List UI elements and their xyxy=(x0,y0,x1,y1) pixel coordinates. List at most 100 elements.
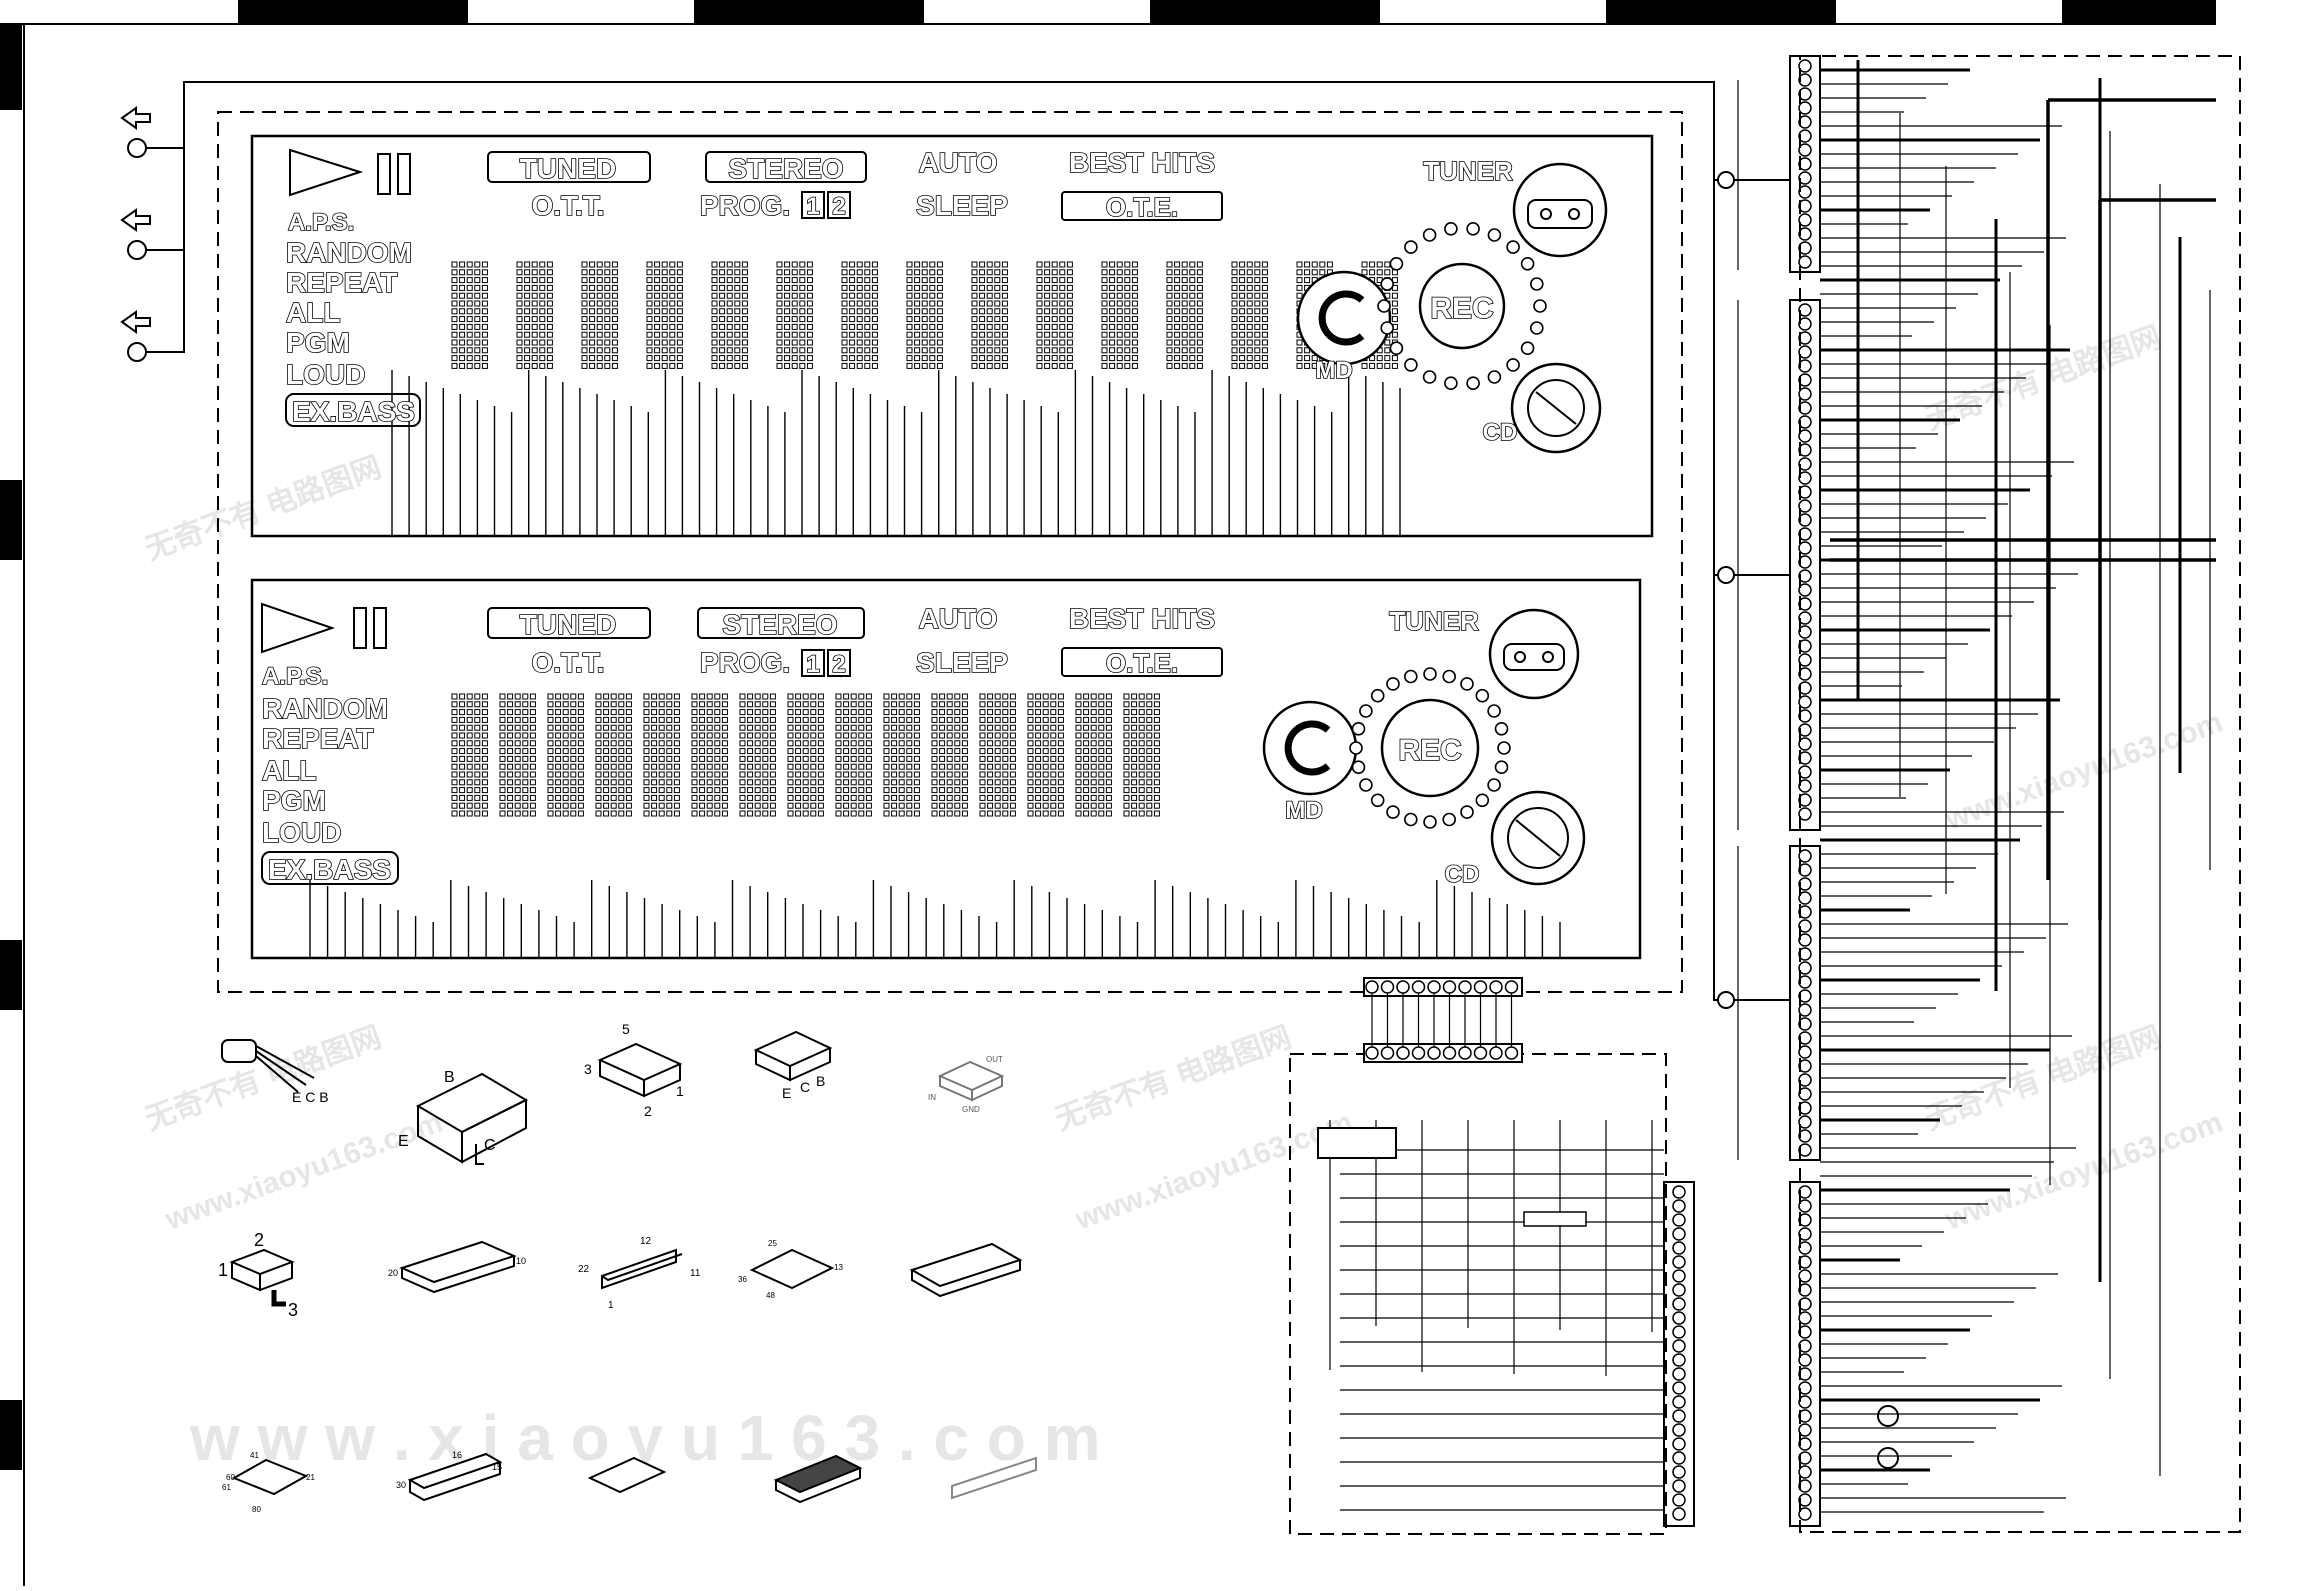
rec-label: REC xyxy=(1430,292,1493,325)
play-icon xyxy=(289,148,364,197)
svg-text:2: 2 xyxy=(644,1103,652,1119)
svg-text:B: B xyxy=(816,1073,825,1089)
dot-matrix-upper xyxy=(451,261,1398,369)
ic-hsop xyxy=(909,1242,1023,1298)
svg-text:13: 13 xyxy=(834,1263,843,1272)
arrow-icon xyxy=(120,106,151,130)
exbass-label: EX.BASS xyxy=(268,854,391,885)
md-label: MD xyxy=(1285,797,1322,824)
watermark-cn-4: 无奇不有 电路图网 xyxy=(141,451,386,567)
watermark-url-1: www.xiaoyu163.com xyxy=(160,1106,447,1237)
prog-2-label: 2 xyxy=(832,193,845,220)
ote-label: O.T.E. xyxy=(1106,192,1178,222)
prog-1-label: 1 xyxy=(806,193,819,220)
left-terminals xyxy=(120,81,1738,1009)
repeat-label: REPEAT xyxy=(286,267,398,298)
frame-mark xyxy=(0,24,22,110)
tuner-label: TUNER xyxy=(1389,606,1479,636)
svg-text:GND: GND xyxy=(962,1105,980,1114)
rec-icon xyxy=(1380,698,1480,798)
watermark-cn-2: 无奇不有 电路图网 xyxy=(1051,1021,1296,1137)
prog-label: PROG. xyxy=(700,190,790,221)
svg-text:1: 1 xyxy=(608,1300,614,1311)
random-label: RANDOM xyxy=(262,693,388,724)
terminal-icon xyxy=(127,240,147,260)
tuned-frame xyxy=(487,151,651,183)
ic-dip-grey xyxy=(951,1456,1037,1500)
svg-text:25: 25 xyxy=(768,1239,777,1248)
ic-qfp-48: 25 13 36 48 xyxy=(738,1239,843,1300)
ic-sop-20: 20 10 xyxy=(388,1240,526,1294)
svg-text:3: 3 xyxy=(288,1300,298,1320)
sleep-label: SLEEP xyxy=(916,190,1008,221)
transistor-sot89: 5 3 2 1 xyxy=(584,1021,684,1119)
svg-text:48: 48 xyxy=(766,1291,775,1300)
rec-icon xyxy=(1418,262,1506,350)
loud-label: LOUD xyxy=(262,817,341,848)
pgm-label: PGM xyxy=(286,327,350,358)
watermark-cn-3: 无奇不有 电路图网 xyxy=(1921,1021,2166,1137)
frame-mark xyxy=(694,0,924,24)
rec-dot-ring-upper xyxy=(1377,222,1547,391)
right-circuit xyxy=(1289,55,2241,1535)
stereo-label: STEREO xyxy=(722,609,837,640)
watermark-url-5: www.xiaoyu163.com xyxy=(1940,706,2227,837)
ott-label: O.T.T. xyxy=(531,647,604,678)
svg-text:12: 12 xyxy=(640,1236,652,1247)
pause-icon xyxy=(377,153,391,195)
prog-label: PROG. xyxy=(700,647,790,678)
tuner-label: TUNER xyxy=(1423,156,1513,186)
svg-text:1: 1 xyxy=(676,1083,684,1099)
svg-text:1: 1 xyxy=(218,1260,228,1280)
transistor-to126: B E C xyxy=(398,1069,529,1165)
frame-mark xyxy=(1606,0,1836,24)
aps-label: A.P.S. xyxy=(262,663,328,690)
regulator-package: OUT IN GND xyxy=(928,1055,1005,1114)
svg-text:E: E xyxy=(782,1085,791,1101)
loud-label: LOUD xyxy=(286,359,365,390)
svg-text:21: 21 xyxy=(306,1473,315,1482)
arrow-icon xyxy=(120,310,151,334)
svg-text:10: 10 xyxy=(516,1256,526,1266)
ic-qfp-small xyxy=(587,1456,667,1494)
svg-text:11: 11 xyxy=(690,1268,701,1279)
display-board-outline xyxy=(217,111,1683,993)
watermark-url-3: www.xiaoyu163.com xyxy=(1940,1106,2227,1237)
stereo-label: STEREO xyxy=(728,153,843,184)
watermark-url-2: www.xiaoyu163.com xyxy=(1070,1106,1357,1237)
ic-dip-22: 22 12 11 1 xyxy=(578,1236,701,1311)
auto-label: AUTO xyxy=(919,147,998,178)
svg-text:36: 36 xyxy=(738,1275,747,1284)
frame-mark xyxy=(0,1400,22,1470)
fl-display-lower: TUNED O.T.T. STEREO PROG. 1 2 AUTO SLEEP… xyxy=(250,578,1642,960)
aps-label: A.P.S. xyxy=(288,209,354,236)
component-packages: E C B B E C 5 3 2 1 E C B OUT xyxy=(218,1021,1037,1514)
svg-text:22: 22 xyxy=(578,1264,590,1275)
tuned-label: TUNED xyxy=(520,153,616,184)
watermark-cn-1: 无奇不有 电路图网 xyxy=(141,1021,386,1137)
md-label: MD xyxy=(1315,357,1352,384)
svg-text:30: 30 xyxy=(396,1480,406,1490)
ote-label: O.T.E. xyxy=(1106,648,1178,678)
svg-text:20: 20 xyxy=(388,1268,398,1278)
md-icon xyxy=(1296,270,1392,366)
frame-mark xyxy=(0,940,22,1010)
svg-text:IN: IN xyxy=(928,1093,936,1102)
svg-text:61: 61 xyxy=(222,1483,231,1492)
svg-text:E: E xyxy=(398,1133,409,1150)
pgm-label: PGM xyxy=(262,785,326,816)
frame-mark xyxy=(2062,0,2216,24)
rec-dot-ring-lower xyxy=(1349,667,1511,829)
ic-sop-30: 30 16 15 xyxy=(396,1450,503,1502)
svg-text:80: 80 xyxy=(252,1505,261,1514)
best-hits-label: BEST HITS xyxy=(1069,603,1215,634)
rec-label: REC xyxy=(1398,734,1461,767)
terminal-icon xyxy=(127,342,147,362)
svg-text:15: 15 xyxy=(492,1462,502,1472)
ott-label: O.T.T. xyxy=(531,190,604,221)
dot-matrix-lower xyxy=(451,693,1160,817)
svg-text:E C B: E C B xyxy=(292,1089,329,1105)
play-icon xyxy=(261,602,336,654)
watermark: w w w . x i a o y u 1 6 3 . c o m 无奇不有 电… xyxy=(141,321,2227,1474)
